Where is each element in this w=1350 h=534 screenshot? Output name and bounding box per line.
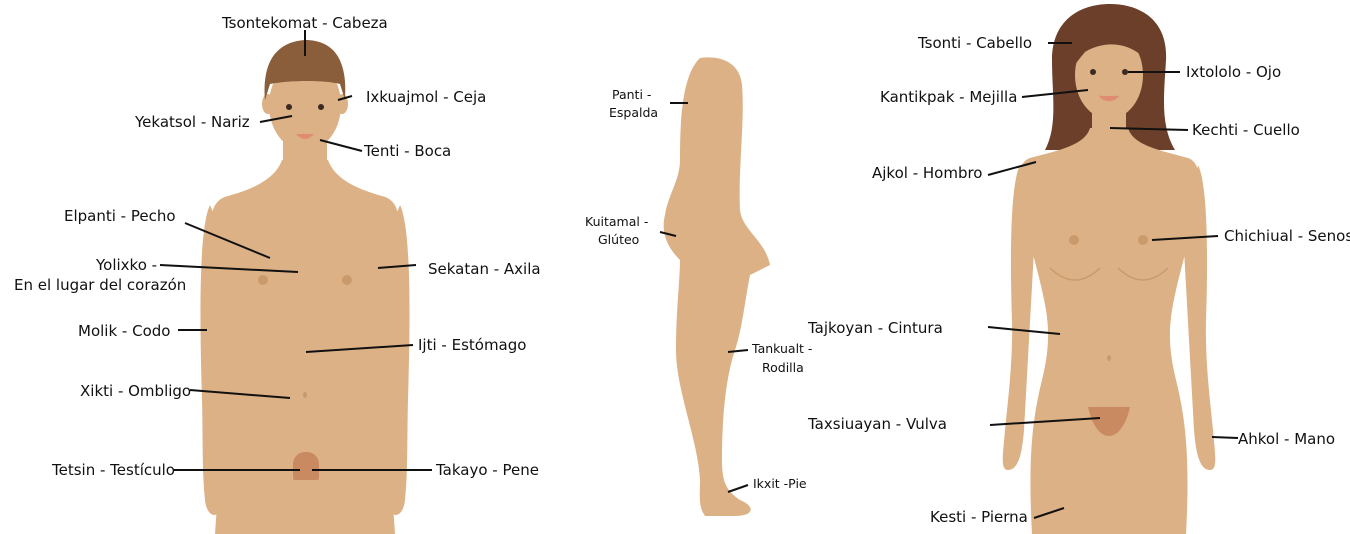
male-nipple-right — [342, 275, 352, 285]
label-cheek: Kantikpak - Mejilla — [880, 88, 1017, 106]
label-stomach: Ijti - Estómago — [418, 336, 526, 354]
line-foot — [728, 485, 748, 492]
side-body — [664, 57, 770, 516]
label-mouth: Tenti - Boca — [364, 142, 451, 160]
label-eyebrow: Ixkuajmol - Ceja — [366, 88, 486, 106]
label-vulva: Taxsiuayan - Vulva — [808, 415, 947, 433]
label-back-2: Espalda — [609, 105, 658, 121]
male-nipple-left — [258, 275, 268, 285]
label-navel: Xikti - Ombligo — [80, 382, 191, 400]
label-knee-2: Rodilla — [762, 360, 804, 376]
female-nipple-right — [1138, 235, 1148, 245]
male-legs — [230, 480, 380, 534]
label-glute-1: Kuitamal - — [585, 214, 648, 230]
label-penis: Takayo - Pene — [436, 461, 539, 479]
line-hand — [1212, 437, 1238, 438]
label-leg: Kesti - Pierna — [930, 508, 1028, 526]
label-waist: Tajkoyan - Cintura — [808, 319, 943, 337]
female-navel — [1107, 355, 1111, 361]
label-glute-2: Glúteo — [598, 232, 639, 248]
label-back-1: Panti - — [612, 87, 651, 103]
label-chest: Elpanti - Pecho — [64, 207, 176, 225]
female-eye-right — [1122, 69, 1128, 75]
label-armpit: Sekatan - Axila — [428, 260, 541, 278]
male-eye-right — [318, 104, 324, 110]
label-heart-place-2: En el lugar del corazón — [14, 276, 186, 294]
label-nose: Yekatsol - Nariz — [135, 113, 250, 131]
side-figure — [664, 57, 770, 516]
label-breast: Chichiual - Senos — [1224, 227, 1350, 245]
label-eye: Ixtololo - Ojo — [1186, 63, 1281, 81]
female-torso — [1019, 128, 1200, 534]
label-elbow: Molik - Codo — [78, 322, 170, 340]
male-navel — [303, 392, 307, 398]
label-hand: Ahkol - Mano — [1238, 430, 1335, 448]
label-shoulder: Ajkol - Hombro — [872, 164, 982, 182]
female-nipple-left — [1069, 235, 1079, 245]
label-neck: Kechti - Cuello — [1192, 121, 1300, 139]
label-foot: Ikxit -Pie — [753, 476, 807, 492]
female-mouth — [1100, 96, 1118, 100]
label-hair: Tsonti - Cabello — [918, 34, 1032, 52]
male-ear-left — [262, 94, 274, 114]
female-eye-left — [1090, 69, 1096, 75]
female-figure — [1003, 4, 1216, 534]
label-head: Tsontekomat - Cabeza — [222, 14, 388, 32]
label-knee-1: Tankualt - — [752, 341, 812, 357]
male-eye-left — [286, 104, 292, 110]
label-heart-place-1: Yolixko - — [96, 256, 157, 274]
label-testicle: Tetsin - Testículo — [52, 461, 175, 479]
